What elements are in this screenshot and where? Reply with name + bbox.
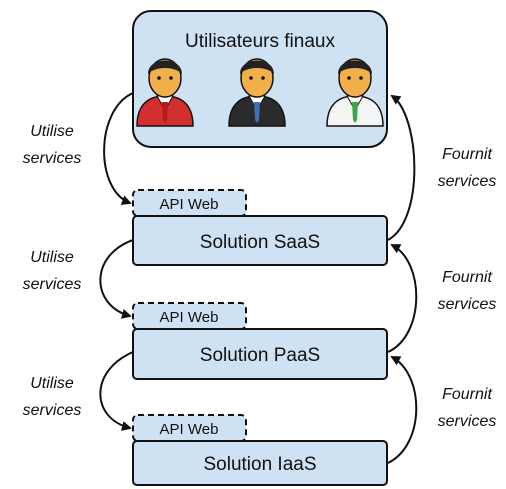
- end-users-title: Utilisateurs finaux: [185, 31, 335, 52]
- provides-services-label: Fournit services: [438, 269, 497, 313]
- paas-layer: API Web Solution PaaS: [132, 302, 388, 380]
- uses-arrow: [103, 92, 134, 205]
- uses-arrow: [99, 239, 134, 319]
- provides-arrow: [387, 356, 418, 464]
- svg-text:Fournit: Fournit: [442, 386, 492, 403]
- svg-text:Utilise: Utilise: [30, 375, 74, 392]
- user-icon: [136, 58, 194, 127]
- uses-services-label: Utilise services: [23, 249, 82, 293]
- user-icon: [326, 58, 384, 127]
- svg-text:Fournit: Fournit: [442, 269, 492, 286]
- end-users-box: Utilisateurs finaux: [132, 10, 388, 148]
- provides-services-label: Fournit services: [438, 146, 497, 190]
- iaas-box: [132, 440, 388, 486]
- svg-text:Utilise: Utilise: [30, 123, 74, 140]
- iaas-label: Solution IaaS: [203, 454, 316, 475]
- svg-text:services: services: [23, 402, 82, 419]
- api-web-label: API Web: [160, 309, 219, 326]
- paas-label: Solution PaaS: [200, 345, 320, 366]
- svg-text:services: services: [438, 173, 497, 190]
- svg-text:Fournit: Fournit: [442, 146, 492, 163]
- svg-text:services: services: [23, 150, 82, 167]
- uses-arrow: [99, 351, 134, 431]
- api-web-label: API Web: [160, 196, 219, 213]
- provides-arrow: [387, 94, 416, 241]
- svg-text:services: services: [438, 296, 497, 313]
- svg-text:services: services: [438, 413, 497, 430]
- svg-text:Utilise: Utilise: [30, 249, 74, 266]
- saas-label: Solution SaaS: [200, 232, 320, 253]
- user-icon: [228, 58, 286, 127]
- api-web-label: API Web: [160, 421, 219, 438]
- svg-text:services: services: [23, 276, 82, 293]
- uses-services-label: Utilise services: [23, 123, 82, 167]
- paas-box: [132, 328, 388, 380]
- uses-services-label: Utilise services: [23, 375, 82, 419]
- provides-services-label: Fournit services: [438, 386, 497, 430]
- saas-layer: API Web Solution SaaS: [132, 189, 388, 266]
- iaas-layer: API Web Solution IaaS: [132, 414, 388, 486]
- provides-arrow: [387, 244, 418, 353]
